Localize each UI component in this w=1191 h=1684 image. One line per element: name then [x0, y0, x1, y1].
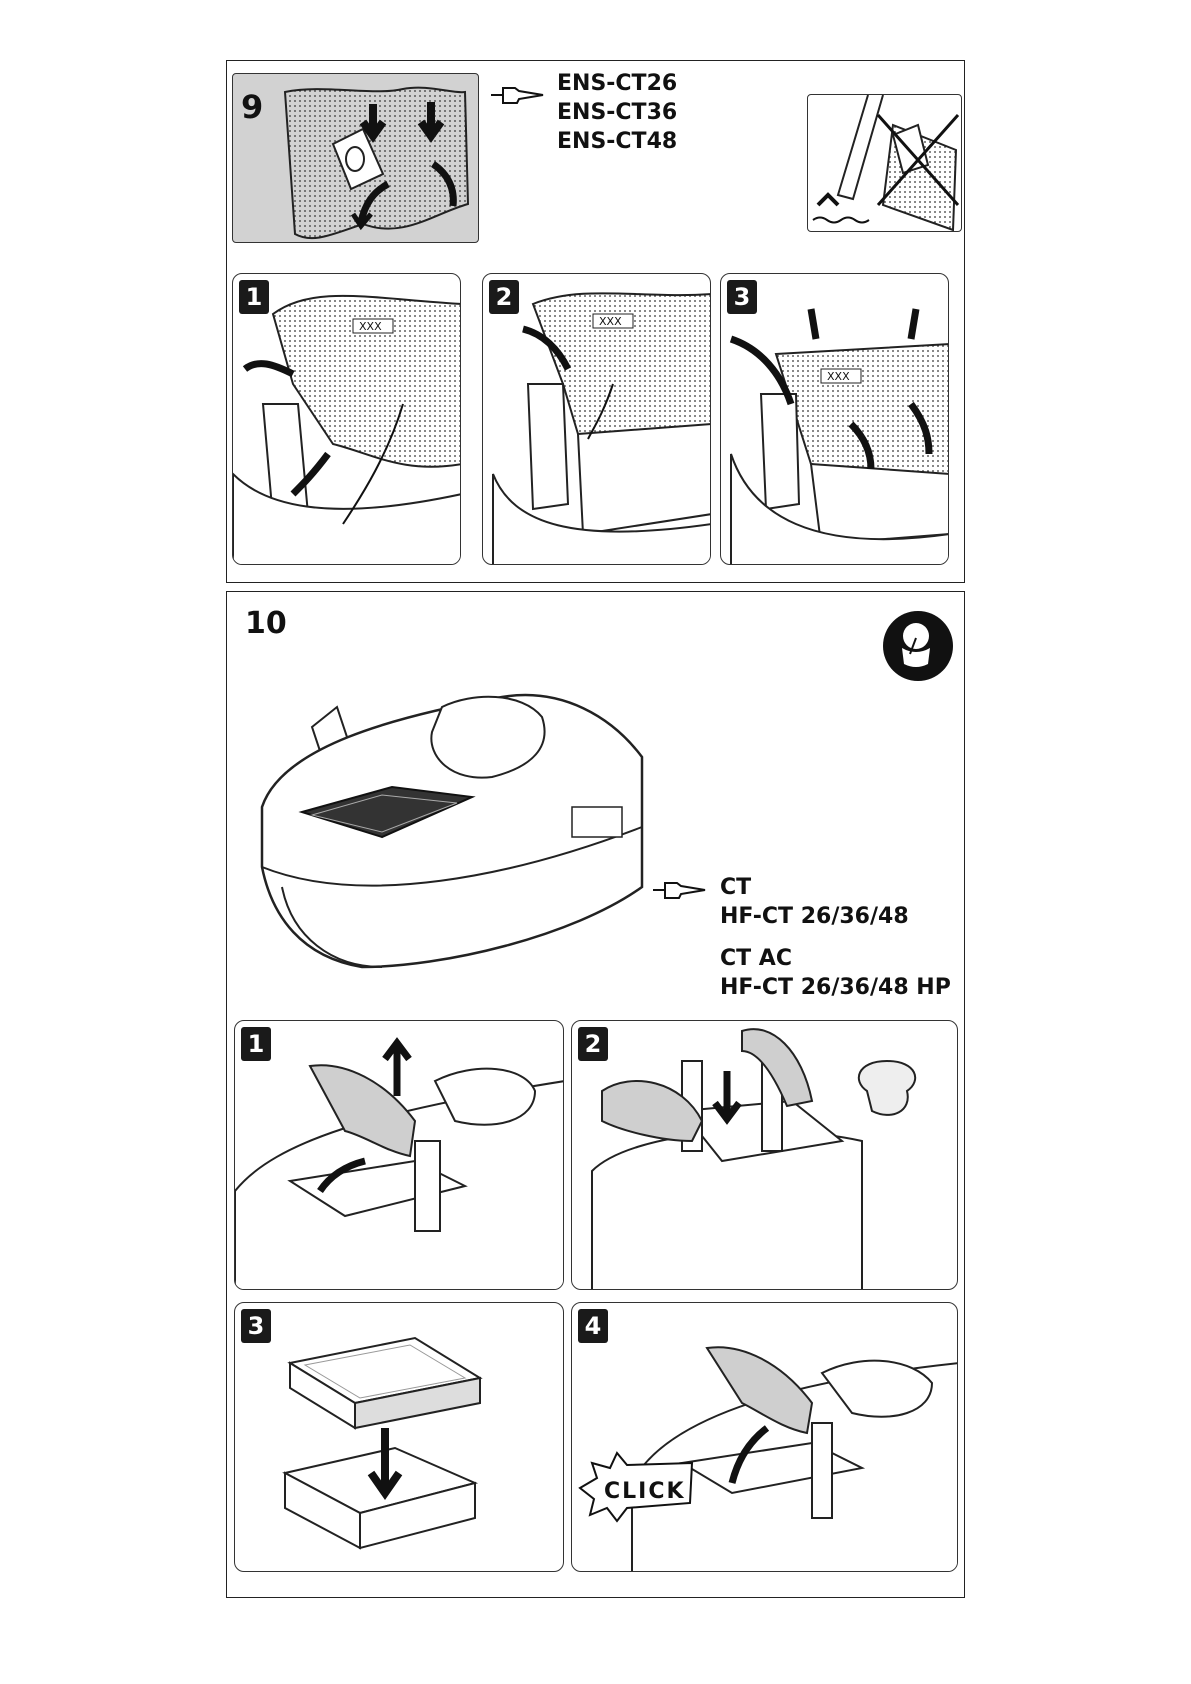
reference-ct-ac: CT AC	[720, 944, 951, 973]
filter-replace-illustration	[235, 1303, 564, 1572]
svg-text:XXX: XXX	[827, 370, 850, 383]
filter-step-2-panel: 2	[571, 1020, 958, 1290]
bag-step-1-panel: XXX 1	[232, 273, 461, 565]
bag-reference-list: ENS-CT26 ENS-CT36 ENS-CT48	[557, 69, 677, 156]
no-wet-use-panel	[807, 94, 962, 232]
svg-text:XXX: XXX	[359, 320, 382, 333]
reference-hf-ct: HF-CT 26/36/48	[720, 902, 909, 931]
filter-reference-list-2: CT AC HF-CT 26/36/48 HP	[720, 944, 951, 1002]
step-number: 1	[241, 1027, 271, 1061]
step-number: 4	[578, 1309, 608, 1343]
step-number: 1	[239, 280, 269, 314]
click-text: CLICK	[604, 1479, 686, 1504]
filter-reference-list-1: CT HF-CT 26/36/48	[720, 873, 909, 931]
svg-text:XXX: XXX	[599, 315, 622, 328]
bag-fold-illustration: XXX	[721, 274, 949, 565]
bag-removal-illustration: XXX	[233, 274, 461, 565]
filter-bagging-illustration	[572, 1021, 958, 1290]
bag-step-3-panel: XXX 3	[720, 273, 949, 565]
reference-hf-ct-hp: HF-CT 26/36/48 HP	[720, 973, 951, 1002]
section-number: 10	[245, 606, 287, 641]
filter-step-3-panel: 3	[234, 1302, 564, 1572]
reference-ens-ct36: ENS-CT36	[557, 98, 677, 127]
no-wet-use-illustration	[808, 95, 962, 232]
reference-ens-ct48: ENS-CT48	[557, 127, 677, 156]
reference-ct: CT	[720, 873, 909, 902]
step-number: 3	[241, 1309, 271, 1343]
vacuum-unit-illustration	[242, 637, 662, 977]
step-number: 2	[578, 1027, 608, 1061]
section-9-frame: 9 ENS-CT26 ENS-CT36 ENS-CT48	[226, 60, 965, 583]
bag-insert-illustration: XXX	[483, 274, 711, 565]
bag-step-2-panel: XXX 2	[482, 273, 711, 565]
step-number: 3	[727, 280, 757, 314]
dust-bag-illustration	[233, 74, 479, 243]
filter-step-4-panel: CLICK 4	[571, 1302, 958, 1572]
filter-lift-illustration	[235, 1021, 564, 1290]
filter-install-illustration: CLICK	[572, 1303, 958, 1572]
section-10-frame: 10 CT HF-CT 26/36/48 CT AC HF-CT 26/36/4…	[226, 591, 965, 1598]
face-mask-icon	[882, 610, 954, 682]
bag-overview-panel: 9	[232, 73, 479, 243]
pointing-hand-icon	[651, 876, 711, 906]
step-number: 2	[489, 280, 519, 314]
reference-ens-ct26: ENS-CT26	[557, 69, 677, 98]
filter-step-1-panel: 1	[234, 1020, 564, 1290]
pointing-hand-icon	[489, 81, 549, 111]
